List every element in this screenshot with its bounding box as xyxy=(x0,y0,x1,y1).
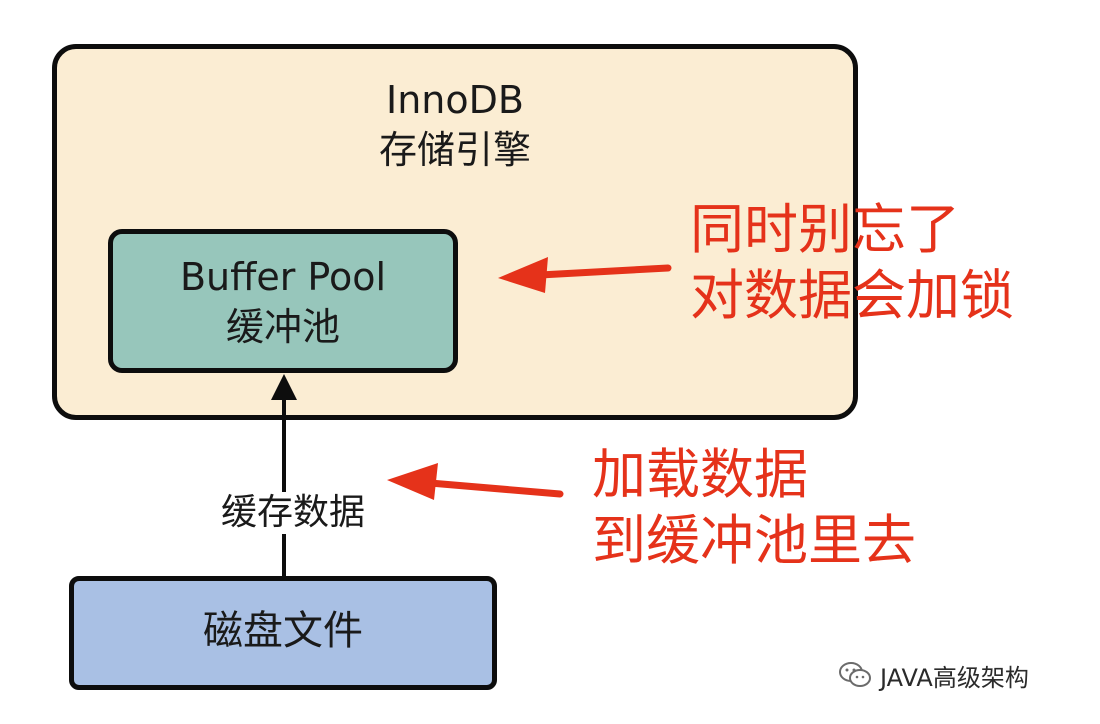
engine-title: InnoDB xyxy=(386,78,524,122)
wechat-icon xyxy=(839,662,871,687)
flow-arrow-head xyxy=(271,374,297,400)
lock-annotation-arrow-shaft xyxy=(536,264,672,279)
load-note-line-2: 到缓冲池里去 xyxy=(592,509,916,572)
load-annotation-arrow-shaft xyxy=(426,479,564,498)
buffer-pool-title: Buffer Pool xyxy=(179,255,387,299)
load-annotation-arrow-head xyxy=(387,463,438,500)
disk-file-label: 磁盘文件 xyxy=(203,608,363,654)
lock-annotation-arrow-head xyxy=(498,257,548,293)
engine-subtitle: 存储引擎 xyxy=(378,128,531,172)
cache-data-edge-label: 缓存数据 xyxy=(200,492,386,534)
buffer-pool-box xyxy=(108,229,458,373)
lock-note-line-1: 同时别忘了 xyxy=(690,198,960,261)
lock-note-line-2: 对数据会加锁 xyxy=(690,264,1014,327)
load-note-line-1: 加载数据 xyxy=(592,443,808,506)
watermark: JAVA高级架构 xyxy=(838,655,1078,695)
buffer-pool-subtitle: 缓冲池 xyxy=(225,305,340,349)
watermark-text: JAVA高级架构 xyxy=(880,663,1029,692)
disk-file-box xyxy=(69,576,497,690)
